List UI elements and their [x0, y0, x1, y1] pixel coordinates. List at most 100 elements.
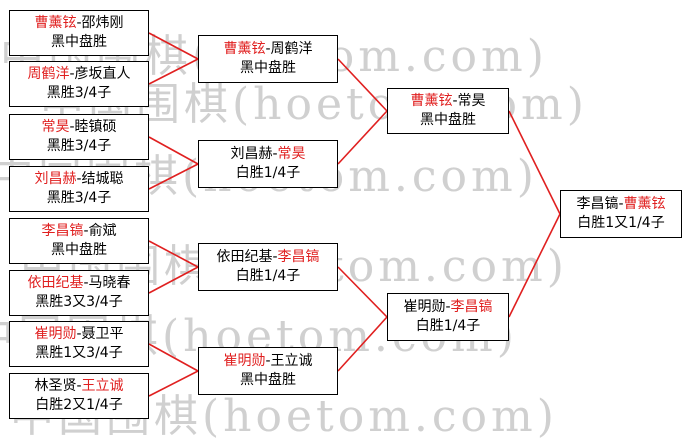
- player-white: 李昌镐: [277, 249, 320, 265]
- match-result: 黑中盘胜: [240, 60, 296, 76]
- match-box-r1m2: 周鹤洋-彦坂直人黑胜3/4子: [9, 61, 149, 107]
- match-box-r1m6: 依田纪基-马晓春黑胜3又3/4子: [9, 270, 149, 316]
- player-white: 结城聪: [81, 171, 124, 187]
- match-result: 黑胜3又3/4子: [35, 294, 123, 310]
- player-white: 俞斌: [88, 223, 117, 239]
- match-players: 李昌镐-曹薰铉: [561, 195, 681, 214]
- player-separator: -: [69, 119, 75, 135]
- match-players: 曹薰铉-常昊: [388, 92, 508, 111]
- connector-r1m3-to-r2m2: [148, 136, 199, 165]
- match-players: 依田纪基-李昌镐: [199, 248, 337, 267]
- player-separator: -: [76, 326, 82, 342]
- player-white: 邵炜刚: [81, 15, 124, 31]
- match-result: 黑中盘胜: [51, 242, 107, 258]
- player-separator: -: [265, 353, 271, 369]
- match-result: 白胜1/4子: [235, 165, 301, 181]
- player-black: 李昌镐: [41, 223, 84, 239]
- match-players: 崔明勋-聂卫平: [10, 325, 148, 344]
- match-players: 林圣贤-王立诚: [10, 377, 148, 396]
- match-box-final: 李昌镐-曹薰铉白胜1又1/4子: [560, 190, 682, 238]
- player-white: 王立诚: [81, 378, 124, 394]
- bracket-connectors: [148, 32, 561, 397]
- connector-r1m7-to-r2m4: [148, 343, 199, 372]
- match-result: 黑中盘胜: [420, 112, 476, 128]
- match-result: 白胜1又1/4子: [577, 215, 665, 231]
- match-result: 黑中盘胜: [51, 34, 107, 50]
- connector-r1m8-to-r2m4: [148, 370, 199, 397]
- player-separator: -: [83, 275, 89, 291]
- player-white: 李昌镐: [450, 299, 493, 315]
- tournament-bracket: 曹薰铉-邵炜刚黑中盘胜周鹤洋-彦坂直人黑胜3/4子常昊-睦镇硕黑胜3/4子刘昌赫…: [9, 10, 682, 419]
- connector-r1m6-to-r2m3: [148, 266, 199, 294]
- player-separator: -: [272, 146, 278, 162]
- player-black: 李昌镐: [576, 196, 619, 212]
- player-separator: -: [445, 299, 451, 315]
- match-box-r1m4: 刘昌赫-结城聪黑胜3/4子: [9, 166, 149, 212]
- connector-r2m3-to-r3m2: [337, 266, 388, 318]
- player-black: 刘昌赫: [34, 171, 77, 187]
- match-players: 依田纪基-马晓春: [10, 274, 148, 293]
- player-white: 曹薰铉: [623, 196, 666, 212]
- match-players: 常昊-睦镇硕: [10, 118, 148, 137]
- match-box-r2m3: 依田纪基-李昌镐白胜1/4子: [198, 243, 338, 291]
- match-result: 黑胜3/4子: [46, 85, 112, 101]
- match-box-r1m3: 常昊-睦镇硕黑胜3/4子: [9, 114, 149, 160]
- player-black: 林圣贤: [34, 378, 77, 394]
- connector-r1m1-to-r2m1: [148, 32, 199, 60]
- match-box-r1m5: 李昌镐-俞斌黑中盘胜: [9, 218, 149, 264]
- match-players: 崔明勋-李昌镐: [388, 298, 508, 317]
- player-black: 周鹤洋: [27, 66, 70, 82]
- match-box-r1m8: 林圣贤-王立诚白胜2又1/4子: [9, 373, 149, 419]
- player-white: 聂卫平: [81, 326, 124, 342]
- match-box-r2m2: 刘昌赫-常昊白胜1/4子: [198, 140, 338, 188]
- player-separator: -: [76, 15, 82, 31]
- connector-r2m1-to-r3m1: [337, 58, 388, 112]
- match-result: 白胜1/4子: [415, 318, 481, 334]
- player-black: 崔明勋: [403, 299, 446, 315]
- player-black: 崔明勋: [34, 326, 77, 342]
- match-box-r2m4: 崔明勋-王立诚黑中盘胜: [198, 347, 338, 395]
- match-result: 黑胜3/4子: [46, 138, 112, 154]
- player-black: 依田纪基: [216, 249, 273, 265]
- match-players: 刘昌赫-常昊: [199, 145, 337, 164]
- connector-r1m5-to-r2m3: [148, 240, 199, 268]
- connector-r3m1-to-final: [508, 110, 561, 215]
- player-separator: -: [452, 93, 458, 109]
- player-black: 曹薰铉: [410, 93, 453, 109]
- player-white: 王立诚: [270, 353, 313, 369]
- match-players: 李昌镐-俞斌: [10, 222, 148, 241]
- player-white: 常昊: [277, 146, 306, 162]
- connector-r2m4-to-r3m2: [337, 316, 388, 372]
- match-box-r2m1: 曹薰铉-周鹤洋黑中盘胜: [198, 35, 338, 83]
- connector-r3m2-to-final: [508, 213, 561, 318]
- player-separator: -: [69, 66, 75, 82]
- player-white: 睦镇硕: [74, 119, 117, 135]
- connector-r2m2-to-r3m1: [337, 110, 388, 165]
- player-separator: -: [272, 249, 278, 265]
- match-players: 曹薰铉-邵炜刚: [10, 14, 148, 33]
- connector-r1m2-to-r2m1: [148, 58, 199, 85]
- match-box-r3m2: 崔明勋-李昌镐白胜1/4子: [387, 293, 509, 341]
- match-result: 白胜1/4子: [235, 268, 301, 284]
- player-separator: -: [83, 223, 89, 239]
- player-white: 彦坂直人: [74, 66, 131, 82]
- player-separator: -: [76, 378, 82, 394]
- match-result: 白胜2又1/4子: [35, 397, 123, 413]
- player-black: 崔明勋: [223, 353, 266, 369]
- player-white: 马晓春: [88, 275, 131, 291]
- player-separator: -: [618, 196, 624, 212]
- match-box-r3m1: 曹薰铉-常昊黑中盘胜: [387, 88, 509, 134]
- player-separator: -: [265, 41, 271, 57]
- match-result: 黑胜1又3/4子: [35, 345, 123, 361]
- player-black: 常昊: [41, 119, 70, 135]
- match-box-r1m7: 崔明勋-聂卫平黑胜1又3/4子: [9, 321, 149, 367]
- match-result: 黑胜3/4子: [46, 190, 112, 206]
- match-players: 周鹤洋-彦坂直人: [10, 65, 148, 84]
- match-players: 崔明勋-王立诚: [199, 352, 337, 371]
- player-white: 周鹤洋: [270, 41, 313, 57]
- player-white: 常昊: [457, 93, 486, 109]
- match-players: 刘昌赫-结城聪: [10, 170, 148, 189]
- match-players: 曹薰铉-周鹤洋: [199, 40, 337, 59]
- player-black: 曹薰铉: [223, 41, 266, 57]
- player-separator: -: [76, 171, 82, 187]
